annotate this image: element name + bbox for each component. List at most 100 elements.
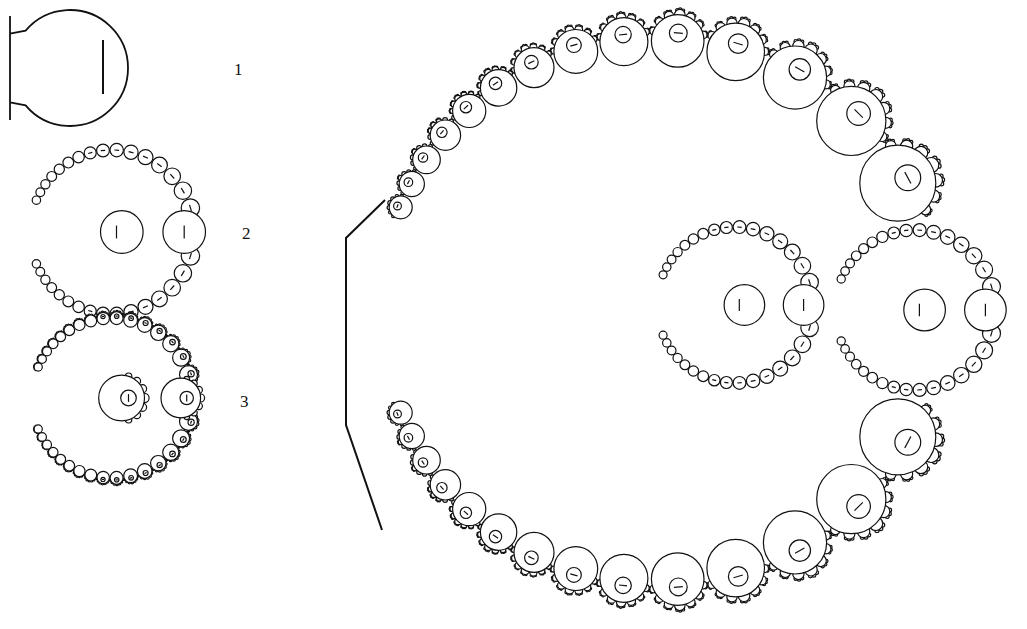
bump-circle [663,263,671,271]
bar-mark [190,421,192,424]
bar-mark [724,382,728,384]
bump-circle [673,248,682,257]
bulb-circle [124,313,138,327]
inner-circle [188,419,194,425]
inner-circle [615,26,631,42]
bulb-circle [860,399,936,475]
bar-mark [674,586,683,588]
bump-circle [663,339,671,347]
bump-circle [97,144,110,157]
bulb-circle [480,514,516,550]
inner-circle [567,568,582,583]
bar-mark [183,438,185,441]
bar-mark [464,105,468,109]
bar-mark [114,149,119,151]
bar-mark [751,229,756,230]
bar-mark [159,330,161,332]
inner-circle [143,321,148,326]
inner-circle [101,211,144,254]
bar-mark [528,556,534,559]
bump-circle [73,301,84,312]
inner-circle [101,477,105,481]
inner-circle [789,59,810,80]
bump-circle [940,230,955,245]
bar-mark [855,502,863,510]
bar-mark [917,229,922,231]
bump-circle [927,381,941,395]
bulb-circle [514,532,554,572]
bump-circle [760,369,774,383]
bar-mark [102,316,104,317]
bump-circle [913,224,926,237]
bar-mark [570,44,577,46]
inner-circle [404,178,413,187]
bump-circle [47,172,57,182]
bar-mark [959,374,963,377]
bulb-circle [38,355,47,364]
bar-mark [919,304,920,316]
inner-circle [157,463,162,468]
bar-mark [945,236,950,238]
bump-circle [667,255,676,264]
bar-mark [190,205,192,211]
bulb-circle [85,469,97,481]
bar-mark [991,284,993,290]
bulb-circle [763,511,826,574]
cardioid-edge [346,200,385,530]
bump-circle [867,237,878,248]
inner-circle [437,127,447,137]
bump-circle [720,377,732,389]
bump-circle [900,383,912,395]
bulb-circle [514,48,554,88]
bar-mark [917,389,922,390]
inner-circle [615,577,631,593]
bar-mark [945,382,950,384]
bump-circle [667,346,676,355]
bulb-circle [763,46,826,109]
bar-mark [170,174,174,178]
inner-circle [129,316,134,321]
bulb-circle [124,469,138,483]
bar-mark [128,394,129,402]
bump-circle [659,331,667,339]
bar-mark [116,479,118,480]
bar-mark [186,395,187,402]
bulb-circle [389,196,412,219]
bump-circle [32,260,40,268]
bar-mark [904,230,908,232]
bulb-circle [860,145,936,221]
bulb-circle [163,444,179,460]
bar-mark [181,188,184,193]
right-circle [163,211,206,254]
bump-circle [877,231,888,242]
bump-circle [784,244,800,260]
bump-circle [174,265,191,282]
bar-mark [801,263,804,268]
bar-mark [983,267,986,272]
inner-circle [728,34,748,54]
bulb-circle [173,430,190,447]
bump-circle [36,267,45,276]
inner-circle [101,315,105,319]
bump-circle [888,227,900,239]
bump-circle [63,296,74,307]
bulb-circle [110,471,123,484]
bar-mark [170,286,174,290]
inner-circle [728,567,748,587]
bulb-circle [399,423,424,448]
inner-circle [188,371,194,377]
bump-circle [720,222,732,234]
bulb-circle [817,465,886,534]
bump-circle [841,345,850,354]
inner-circle [724,285,765,326]
bar-mark [493,82,498,86]
bump-circle [673,353,682,362]
bulb-circle [707,539,765,597]
bump-circle [927,225,941,239]
bar-mark [931,232,936,233]
bar-mark [809,279,811,285]
bar-mark [972,362,976,366]
bump-circle [888,381,900,393]
bump-circle [846,352,855,361]
